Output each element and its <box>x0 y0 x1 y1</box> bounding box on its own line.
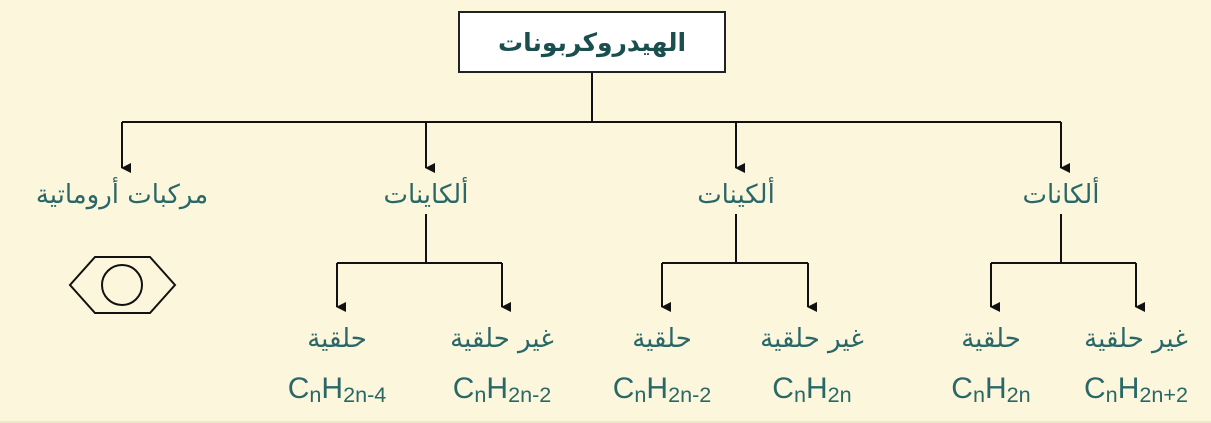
alkynes-cyclic-formula: CnH2n-4 <box>287 372 387 407</box>
category-alkanes: ألكانات <box>1022 180 1100 210</box>
alkanes-cyclic-formula: CnH2n <box>951 372 1031 407</box>
alkenes-acyclic-formula: CnH2n <box>772 372 852 407</box>
benzene-ring-icon <box>68 256 177 314</box>
alkanes-acyclic-label: غير حلقية <box>1084 324 1188 354</box>
alkenes-cyclic-label: حلقية <box>632 324 692 354</box>
category-aromatics: مركبات أروماتية <box>35 180 209 210</box>
root-hydrocarbons-box: الهيدروكربونات <box>458 11 726 73</box>
alkynes-cyclic-label: حلقية <box>307 324 367 354</box>
alkynes-acyclic-label: غير حلقية <box>450 324 554 354</box>
alkanes-cyclic-label: حلقية <box>961 324 1021 354</box>
alkanes-acyclic-formula: CnH2n+2 <box>1084 372 1188 407</box>
category-alkenes: ألكينات <box>697 180 775 210</box>
alkenes-cyclic-formula: CnH2n-2 <box>612 372 712 407</box>
alkynes-acyclic-formula: CnH2n-2 <box>452 372 552 407</box>
category-alkynes: ألكاينات <box>383 180 469 210</box>
alkenes-acyclic-label: غير حلقية <box>760 324 864 354</box>
